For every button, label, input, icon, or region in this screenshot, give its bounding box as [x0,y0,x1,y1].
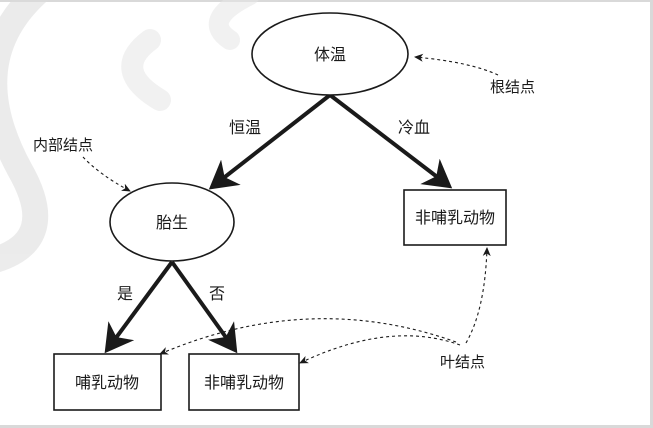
edge-yes [104,260,174,354]
edge-cold [328,93,453,189]
edge-warm [208,93,332,190]
internal-node: 胎生 [109,182,235,262]
watermark [0,0,259,273]
frame-bottom [0,425,653,428]
leaf-node-nonmammal-right: 非哺乳动物 [403,189,507,246]
edge-label-cold: 冷血 [398,118,430,137]
leaf-label-mammal: 哺乳动物 [75,373,139,392]
annotation-arrow-leaf-right [465,247,491,344]
annotation-arrow-internal [82,156,131,192]
root-node: 体温 [251,12,409,96]
internal-node-label: 胎生 [156,213,188,232]
edge-label-warm: 恒温 [229,118,261,137]
edge-no [170,260,238,354]
annotation-arrow-root [414,53,499,76]
edge-label-yes: 是 [117,284,133,303]
leaf-node-mammal: 哺乳动物 [53,353,162,411]
frame-right [650,0,653,428]
annotation-arrow-leaf-middle [299,335,461,364]
root-node-label: 体温 [314,45,346,64]
annotation-internal-node: 内部结点 [33,136,93,154]
annotation-leaf-node: 叶结点 [440,353,485,371]
edge-label-no: 否 [209,284,225,303]
leaf-label-nonmammal-right: 非哺乳动物 [415,208,495,227]
annotation-root-node: 根结点 [490,78,535,96]
leaf-node-nonmammal-bottom: 非哺乳动物 [188,353,300,411]
frame-top [0,0,653,2]
leaf-label-nonmammal-bottom: 非哺乳动物 [204,373,284,392]
